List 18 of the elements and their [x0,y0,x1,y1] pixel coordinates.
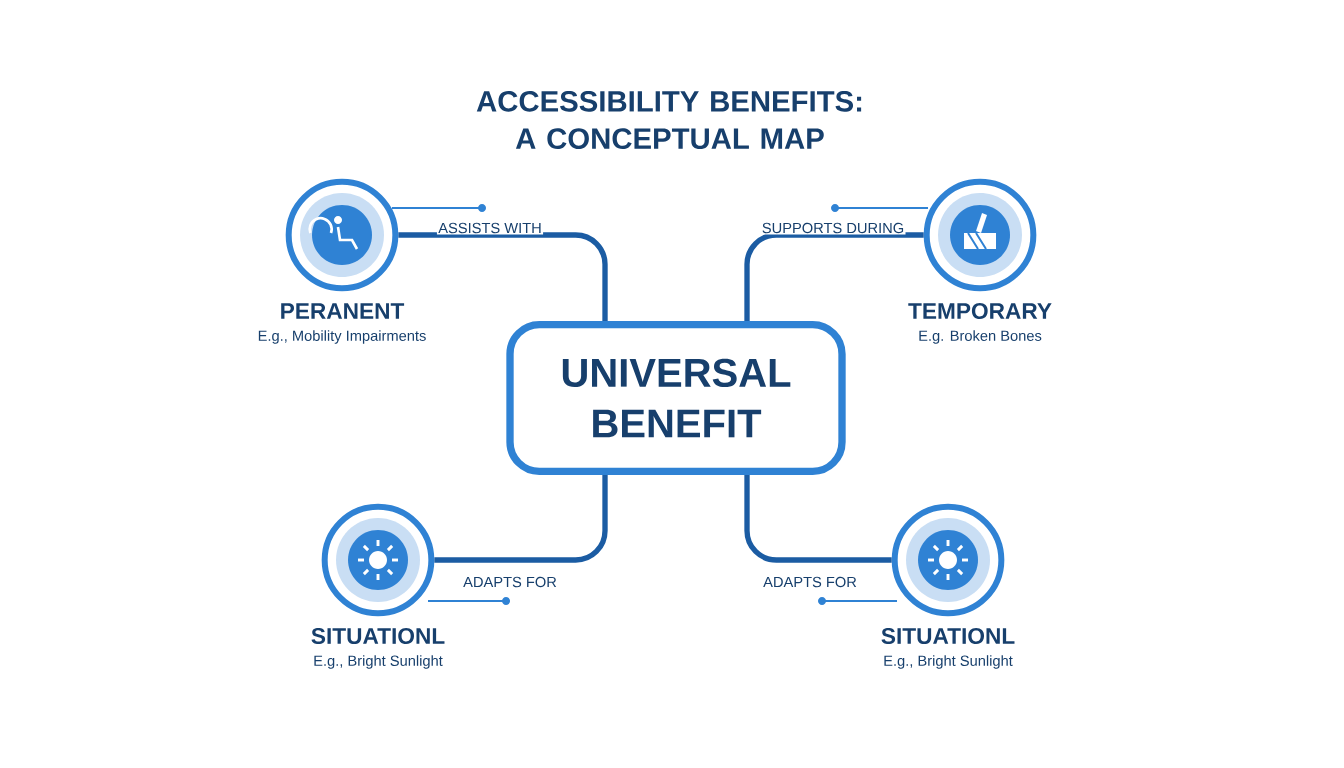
heading: SITUATIONL [881,628,1015,645]
edge-label: ASSISTS WITH [436,221,544,235]
title: ACCESSIBILITY BENEFITS: A CONCEPTUAL MAP [476,90,862,150]
example-text: E.g., Mobility Impairments [258,330,426,344]
connector [434,475,608,563]
connector [744,475,892,563]
edge-label: SUPPORTS DURING [760,221,906,235]
example-text: E.g., Bright Sunlight [314,655,443,669]
heading: TEMPORARY [908,303,1052,320]
connector [398,232,608,321]
center-box: UNIVERSAL BENEFIT [506,321,846,475]
edge-label: ADAPTS FOR [761,575,859,589]
connector [744,232,924,321]
heading: PERANENT [281,303,405,319]
example-text: E.g. Broken Bones [919,330,1042,344]
edge-label: ADAPTS FOR [461,575,559,589]
heading: SITUATIONL [311,628,445,645]
example-text: E.g., Bright Sunlight [884,655,1013,669]
